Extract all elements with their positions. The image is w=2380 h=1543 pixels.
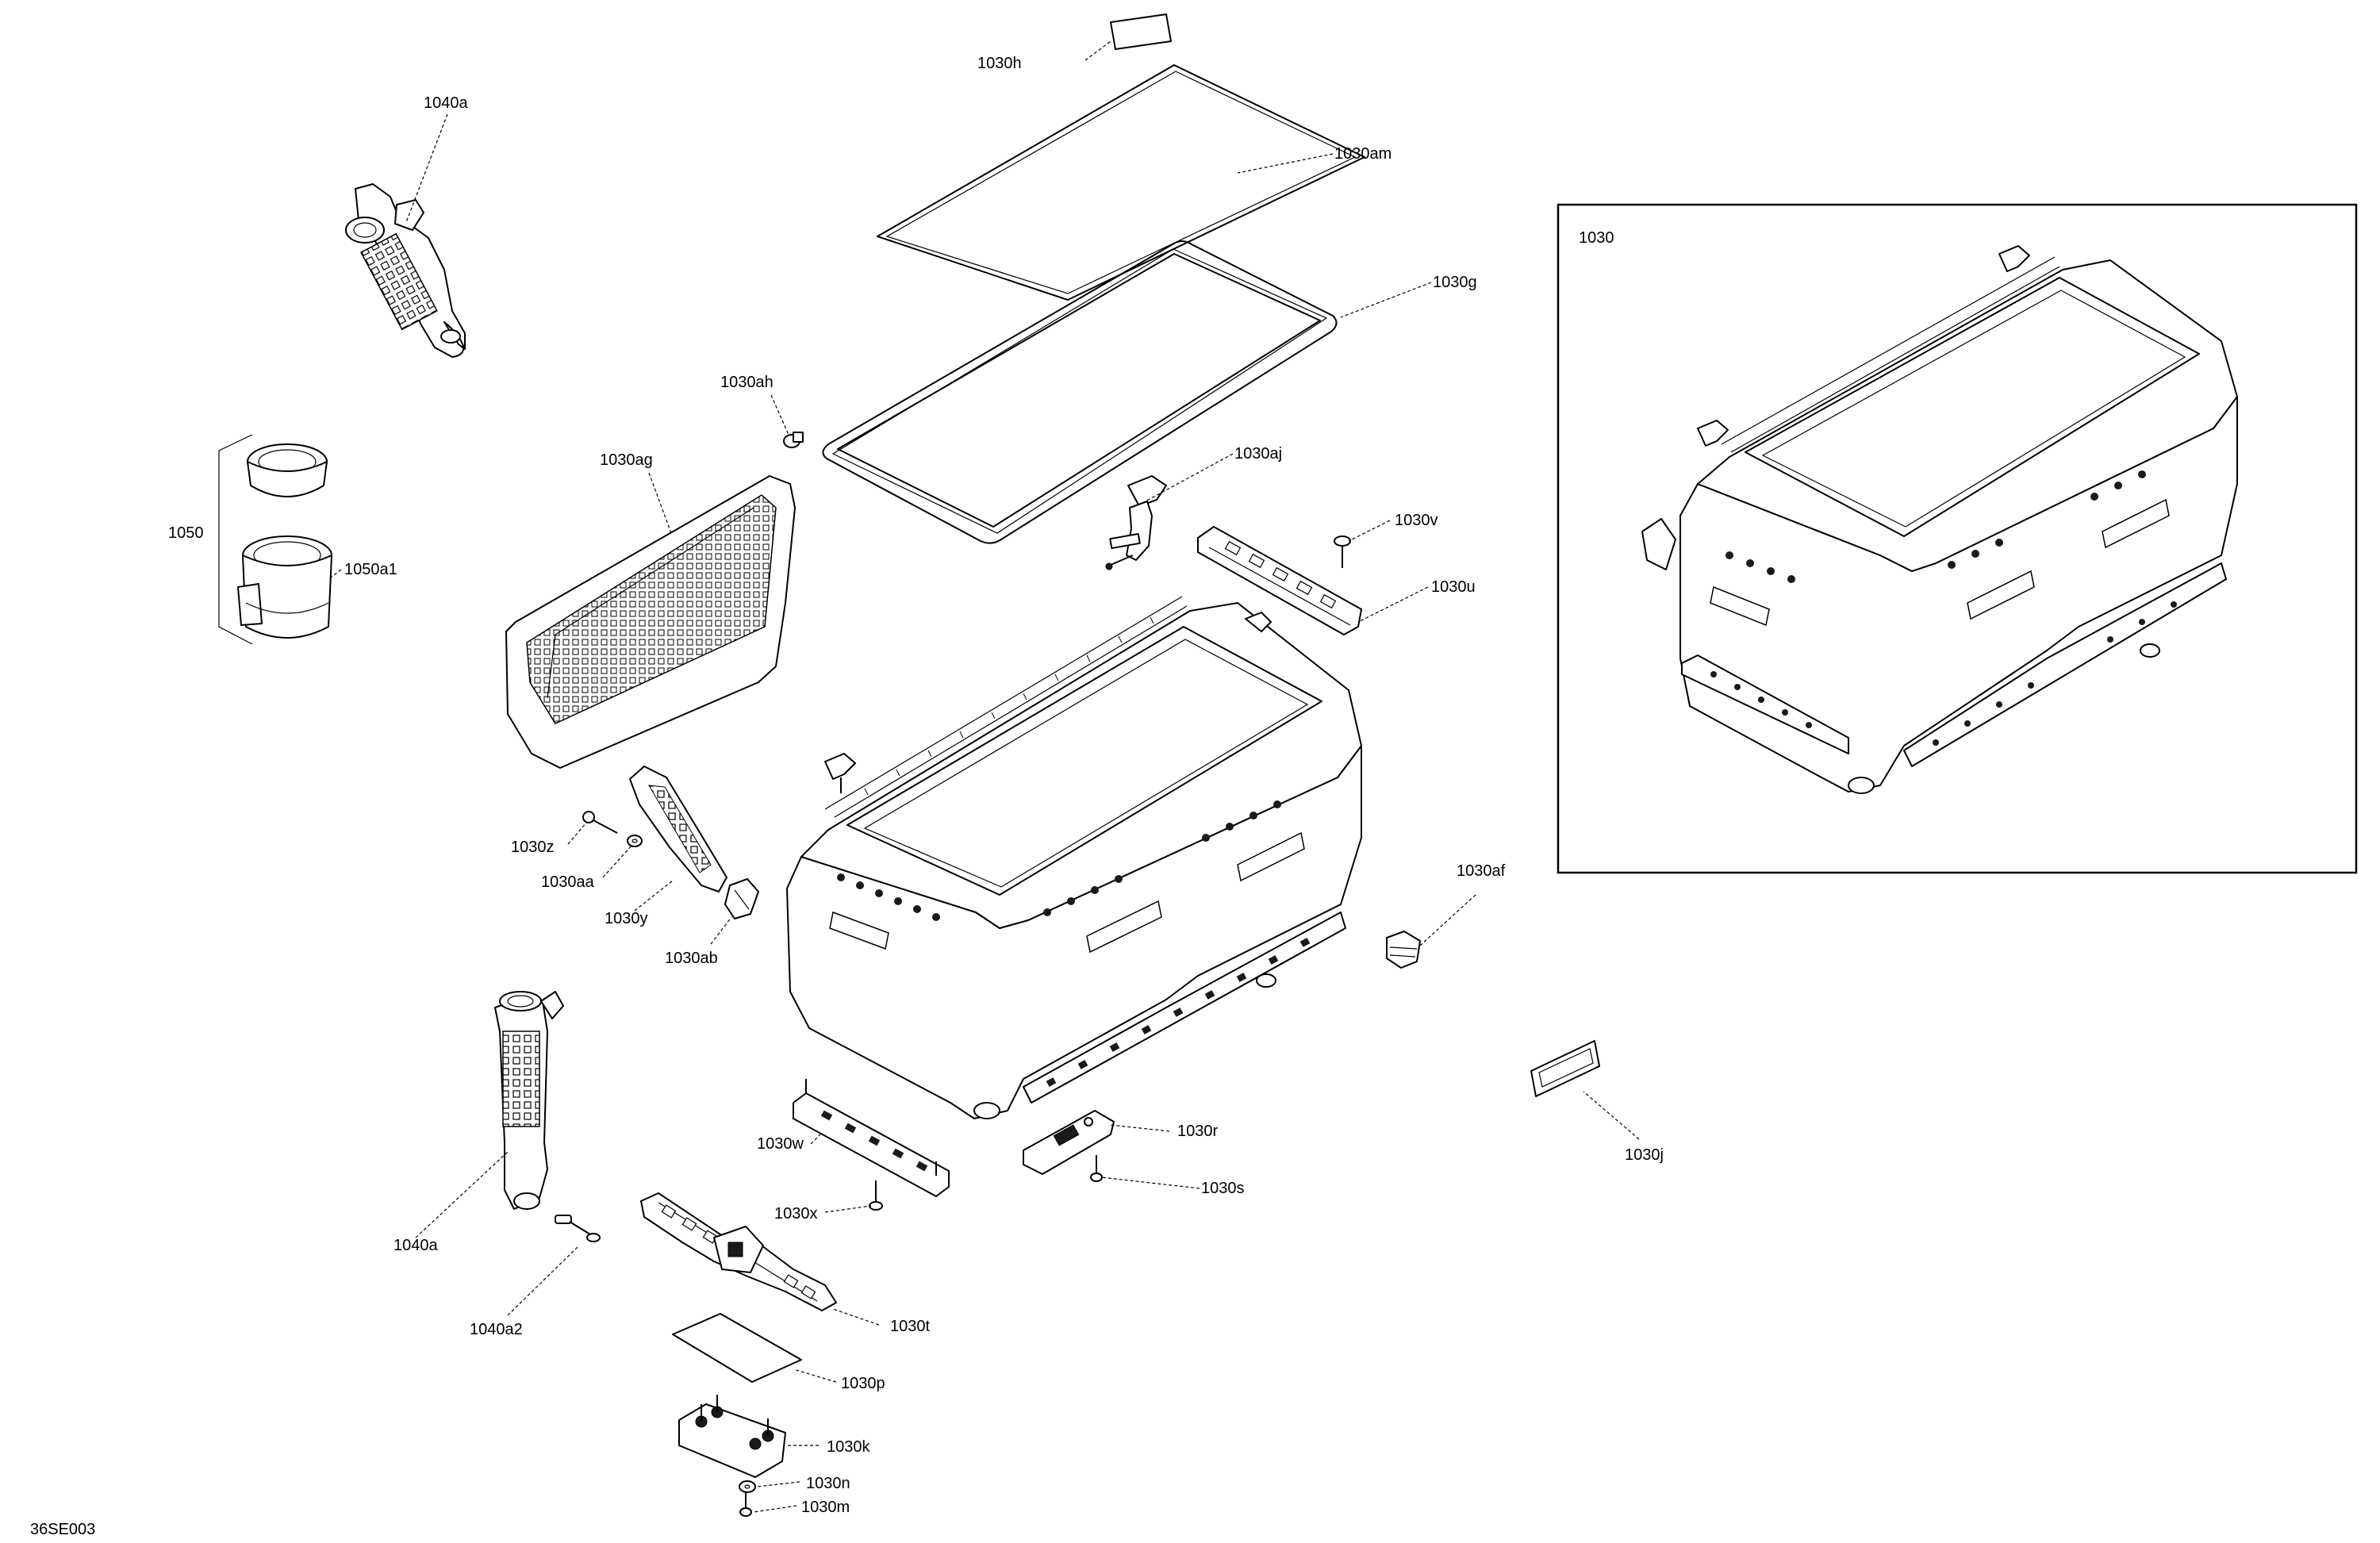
inset-assembled-view xyxy=(1557,203,2358,874)
callout-1040a2: 1040a2 xyxy=(470,1321,523,1338)
callout-1050: 1050 xyxy=(168,524,204,542)
part-1030ag-side-mesh-panel xyxy=(505,475,796,769)
callout-1030k: 1030k xyxy=(827,1438,870,1456)
part-1030z-screw xyxy=(582,811,618,834)
callout-1030y: 1030y xyxy=(605,910,648,927)
part-1030v-screw xyxy=(1334,535,1351,568)
part-1030aj-latch xyxy=(1105,475,1167,570)
part-1030ah-fastener xyxy=(783,432,804,448)
callout-1030am: 1030am xyxy=(1334,145,1392,163)
figure-code: 36SE003 xyxy=(30,1521,95,1538)
part-1030g-lid-gasket xyxy=(822,240,1338,544)
leader-lines xyxy=(328,40,1640,1513)
callout-1030u: 1030u xyxy=(1431,578,1476,596)
part-1030af-knob xyxy=(1386,931,1421,969)
part-1050a1-cup-body xyxy=(237,535,332,639)
part-1030y-bracket-arm xyxy=(629,766,727,892)
inset-label: 1030 xyxy=(1579,229,1614,247)
callout-1030ab: 1030ab xyxy=(665,950,718,967)
part-1030j-decal xyxy=(1530,1040,1600,1097)
callout-1030s: 1030s xyxy=(1201,1180,1245,1197)
callout-1030w: 1030w xyxy=(757,1135,804,1153)
callout-1040a-bottom: 1040a xyxy=(393,1237,438,1254)
callout-1030v: 1030v xyxy=(1395,512,1438,529)
callout-1030h: 1030h xyxy=(977,55,1022,72)
callout-1030n: 1030n xyxy=(806,1475,850,1492)
callout-1030t: 1030t xyxy=(890,1318,930,1335)
callout-1030g: 1030g xyxy=(1433,274,1477,291)
callout-1030ag: 1030ag xyxy=(600,451,653,469)
callout-1030j: 1030j xyxy=(1625,1146,1664,1164)
callout-1030ah: 1030ah xyxy=(720,374,774,391)
callout-1030aj: 1030aj xyxy=(1234,445,1282,463)
part-1030m-screw xyxy=(739,1491,752,1517)
callout-1030m: 1030m xyxy=(801,1499,850,1516)
callout-1030z: 1030z xyxy=(511,839,555,856)
part-1050-cup-holder-assembly xyxy=(218,434,332,645)
part-1030s-screw xyxy=(1090,1155,1103,1182)
part-1030ab-clip xyxy=(724,878,759,919)
part-1030t-strap xyxy=(640,1192,837,1311)
part-1030w-bottom-rail xyxy=(793,1079,950,1197)
callout-1030r: 1030r xyxy=(1177,1123,1218,1140)
callout-1030aa: 1030aa xyxy=(541,873,595,891)
part-1030h-label-plate xyxy=(1110,13,1172,50)
part-1030r-clamp xyxy=(1023,1110,1115,1175)
part-cooler-box-main xyxy=(786,596,1362,1119)
inset-assembled-box xyxy=(1641,245,2238,794)
part-1040a2-pin xyxy=(555,1215,601,1242)
callout-1030af: 1030af xyxy=(1457,862,1506,880)
part-1050-cup-ring xyxy=(247,443,328,497)
callout-1050a1: 1050a1 xyxy=(344,561,397,578)
part-1040a-rod-holder-top xyxy=(345,183,466,358)
part-1030am-lid-panel xyxy=(877,64,1365,301)
callout-1040a-top: 1040a xyxy=(424,94,468,112)
part-1030aa-washer xyxy=(627,835,643,847)
callout-labels: 1030h 1030am 1030g 1040a 1030ah 1030ag 1… xyxy=(30,55,1664,1538)
part-1030k-mount-plate xyxy=(678,1395,786,1478)
callout-1030x: 1030x xyxy=(774,1205,818,1223)
callout-1030p: 1030p xyxy=(841,1375,885,1392)
part-1030u-rail-bracket xyxy=(1197,526,1362,635)
part-1040a-rod-holder-bottom xyxy=(494,991,564,1210)
part-1030n-washer xyxy=(739,1480,756,1493)
part-1030p-pad xyxy=(672,1313,802,1383)
part-1030x-screw xyxy=(869,1180,883,1211)
